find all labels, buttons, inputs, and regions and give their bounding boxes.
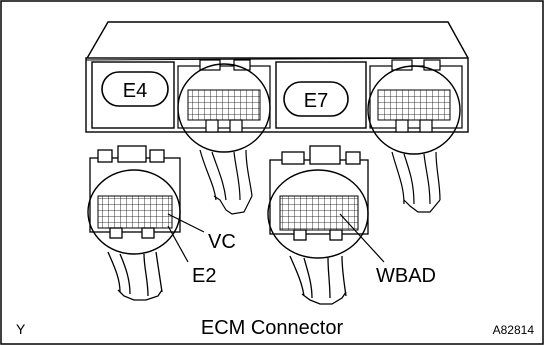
- corner-label-left: Y: [16, 321, 26, 337]
- label-oval-e7: [283, 81, 349, 117]
- harness-connector-e7: [267, 145, 369, 305]
- ecm-mated-connector-1: [177, 59, 271, 215]
- terminal-label-e2: E2: [192, 265, 216, 287]
- terminal-label-vc: VC: [208, 231, 236, 253]
- ecm-socket-e4: E4: [91, 61, 175, 129]
- leader-e2: [167, 225, 189, 263]
- label-oval-e4: [101, 71, 169, 107]
- leader-wbad: [339, 213, 385, 263]
- figure-id: A82814: [493, 323, 535, 337]
- connector-id-e7: E7: [304, 90, 328, 112]
- harness-connector-e4: [87, 145, 181, 301]
- connector-id-e4: E4: [123, 80, 147, 102]
- leader-vc: [167, 213, 205, 233]
- ecm-socket-e7: E7: [275, 61, 367, 129]
- figure-title: ECM Connector: [201, 317, 344, 339]
- ecm-mated-connector-2: [367, 59, 463, 213]
- terminal-label-wbad: WBAD: [376, 265, 436, 287]
- leader-lines: [167, 213, 385, 263]
